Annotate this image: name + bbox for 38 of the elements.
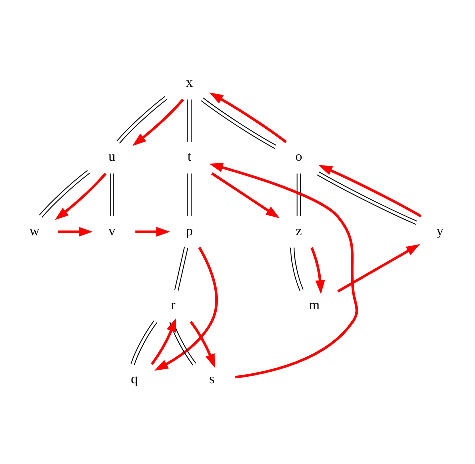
node-text: w <box>30 223 40 238</box>
arrow <box>211 172 280 218</box>
arrow <box>338 244 420 293</box>
node-text: t <box>188 149 192 164</box>
node-text: z <box>296 223 302 238</box>
connector <box>290 247 304 292</box>
node-text: x <box>186 75 194 90</box>
connector <box>116 96 168 144</box>
node-text: s <box>209 371 215 386</box>
arrow <box>310 247 326 294</box>
arrow <box>55 172 107 220</box>
connector <box>170 320 196 366</box>
node-text: v <box>108 223 116 238</box>
connector <box>201 98 277 150</box>
connector <box>130 320 158 366</box>
node-text: p <box>186 223 194 238</box>
arrow <box>210 92 288 144</box>
arrow <box>136 227 170 237</box>
arrow <box>58 227 93 237</box>
node-text: u <box>108 149 116 164</box>
connector <box>174 247 188 292</box>
connector <box>317 172 418 226</box>
arrow <box>151 318 176 366</box>
connector <box>188 173 192 217</box>
connector <box>39 170 90 218</box>
connector <box>188 99 192 143</box>
connector <box>296 173 302 217</box>
node-text: r <box>171 297 176 312</box>
arrow <box>209 163 358 379</box>
arrow <box>318 165 422 218</box>
node-text: q <box>131 371 138 386</box>
node-text: y <box>436 223 444 238</box>
arrow <box>132 98 184 146</box>
node-text: o <box>296 149 302 164</box>
arrow <box>190 321 216 368</box>
arrow <box>154 247 218 371</box>
node-text: m <box>309 297 320 312</box>
connector <box>110 173 114 217</box>
